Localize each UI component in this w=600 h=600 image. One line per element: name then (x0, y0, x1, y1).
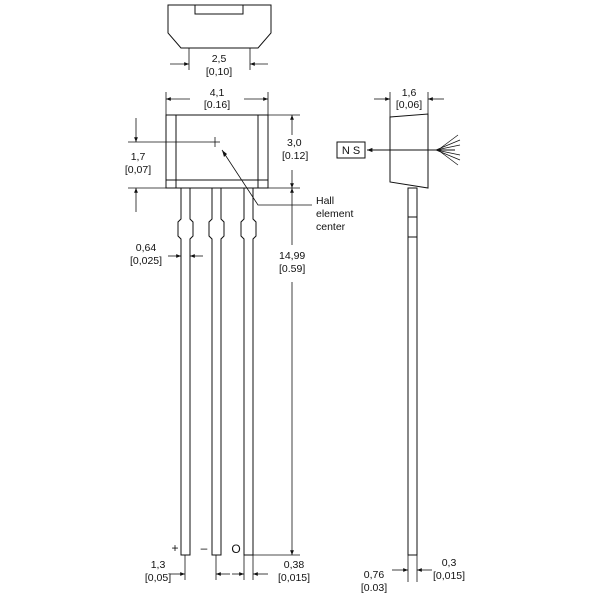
lead-plus (177, 188, 194, 556)
dim-side-thickness-value: 1,6 (402, 87, 417, 99)
dim-side-lead-thickness-inch: [0,015] (433, 570, 465, 582)
dim-lead-length-value: 14,99 (279, 250, 305, 262)
side-lead (407, 187, 418, 556)
dim-body-height-inch: [0.12] (282, 150, 308, 162)
dim-body-width-value: 4,1 (210, 87, 225, 99)
hall-callout-line3: center (316, 221, 346, 233)
dim-side-lead-bottom-value: 0,76 (364, 569, 385, 581)
pin-plus-label: + (171, 541, 178, 555)
dim-pitch-inch: [0,05] (145, 572, 171, 584)
dim-side-lead-thickness-value: 0,3 (442, 557, 457, 569)
pin-out-label: O (231, 542, 240, 556)
top-view (167, 4, 272, 70)
dim-body-height-value: 3,0 (287, 137, 302, 149)
dim-lead-width-value: 0,64 (136, 242, 157, 254)
dim-lead-length-inch: [0.59] (279, 263, 305, 275)
dim-hall-offset-value: 1,7 (131, 151, 146, 163)
dim-side-lead-bottom-inch: [0.03] (361, 582, 387, 594)
side-view (336, 92, 461, 582)
top-view-notch (194, 4, 244, 15)
top-view-outline (167, 4, 272, 49)
field-lines-icon (435, 134, 461, 166)
dim-pitch-value: 1,3 (151, 559, 166, 571)
lead-out (240, 188, 257, 556)
front-view (128, 92, 312, 580)
side-body-outline (389, 113, 429, 189)
hall-callout-leader (221, 149, 312, 206)
lead-minus (208, 188, 225, 556)
magnet-label: N S (342, 145, 360, 157)
dim-body-width-inch: [0.16] (204, 99, 230, 111)
dim-top-width-value: 2,5 (212, 53, 227, 65)
hall-callout-line2: element (316, 208, 353, 220)
dim-lead-gap-value: 0,38 (284, 559, 305, 571)
front-body-outline (165, 114, 269, 189)
dim-lead-gap-inch: [0,015] (278, 572, 310, 584)
hall-callout-line1: Hall (316, 195, 334, 207)
magnet-box (336, 141, 366, 159)
dim-lead-width-inch: [0,025] (130, 255, 162, 267)
pin-minus-label: – (201, 541, 208, 555)
dim-hall-offset-inch: [0,07] (125, 164, 151, 176)
dim-top-width-inch: [0,10] (206, 66, 232, 78)
dim-side-thickness-inch: [0,06] (396, 99, 422, 111)
